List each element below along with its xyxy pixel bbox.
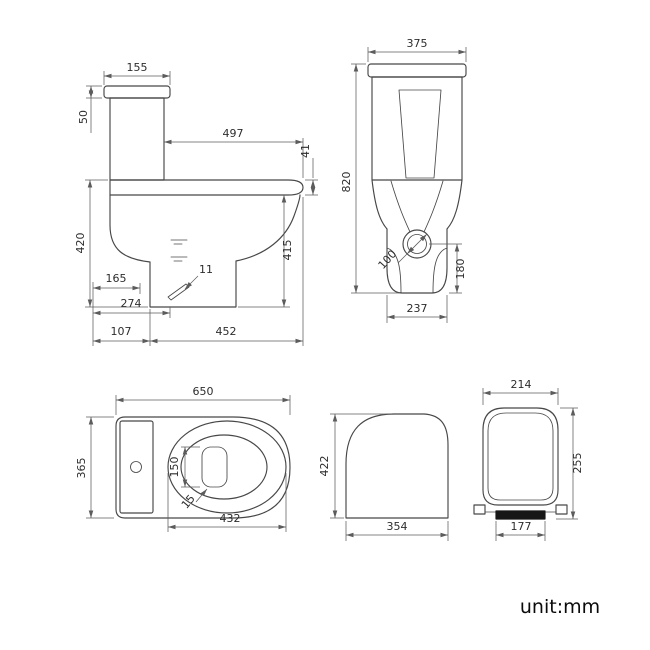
- cover-side-outline: [345, 413, 449, 519]
- dim-seat-depth: 497: [163, 127, 304, 178]
- dim-label: 375: [407, 37, 428, 50]
- funnel-left-line: [390, 180, 411, 233]
- cover-top-view: 214 255 177: [473, 378, 584, 541]
- dim-cover-depth: 354: [345, 520, 449, 541]
- dim-height-to-seat: 420: [74, 179, 148, 308]
- seat-profile: [109, 179, 304, 196]
- cover-top-geometry: [473, 407, 568, 520]
- dim-label: 15: [179, 492, 198, 511]
- dim-label: 107: [111, 325, 132, 338]
- dim-label: 100: [376, 248, 400, 272]
- top-view-outline: [115, 416, 291, 519]
- dim-label: 432: [220, 512, 241, 525]
- flush-chamber: [398, 89, 442, 179]
- top-view-geometry: [115, 416, 291, 519]
- tank-profile: [109, 97, 165, 181]
- bowl-rim-inner: [180, 434, 268, 500]
- tank-lid-profile: [103, 85, 171, 99]
- unit-label: unit:mm: [520, 596, 600, 618]
- dim-label: 177: [511, 520, 532, 533]
- dim-trap-depth: 274: [92, 297, 171, 318]
- dim-label: 180: [454, 259, 467, 280]
- bowl-right-edge: [446, 179, 463, 230]
- dim-base-setback: 107: [92, 309, 151, 346]
- dim-rim-height: 415: [238, 194, 294, 308]
- dim-label: 650: [193, 385, 214, 398]
- dim-label: 41: [299, 144, 312, 158]
- dim-cover-height: 422: [318, 413, 392, 519]
- dim-trap-offset: 165: [92, 272, 141, 346]
- dim-label: 274: [121, 297, 142, 310]
- dim-label: 150: [168, 457, 181, 478]
- cover-side-view: 422 354: [318, 413, 449, 541]
- hinge-bar: [495, 510, 546, 520]
- hinge-right: [555, 504, 568, 515]
- dim-label: 11: [199, 263, 213, 276]
- dim-seat-thickness: 41: [299, 144, 318, 196]
- hinge-left: [473, 504, 486, 515]
- dim-drain-height: 180: [429, 243, 467, 294]
- dim-cover-width: 214: [482, 378, 559, 405]
- dim-label: 422: [318, 456, 331, 477]
- dim-overall-height: 820: [340, 63, 400, 294]
- dim-label: 420: [74, 233, 87, 254]
- front-view: 375 820 100 180 237: [340, 37, 467, 323]
- bowl-profile: [109, 194, 301, 308]
- dim-hinge-width: 177: [495, 520, 546, 541]
- dim-label: 820: [340, 172, 353, 193]
- bowl-left-edge: [371, 179, 388, 230]
- dim-tank-width: 375: [367, 37, 467, 62]
- dim-base-depth: 452: [149, 197, 304, 346]
- foot-arc-left: [386, 247, 402, 294]
- cover-outline: [482, 407, 559, 506]
- dim-label: 452: [216, 325, 237, 338]
- dim-label: 497: [223, 127, 244, 140]
- front-view-geometry: [367, 63, 467, 294]
- funnel-right-line: [423, 180, 444, 233]
- dim-cover-length: 255: [556, 407, 584, 520]
- dim-lid-height: 50: [77, 85, 102, 133]
- top-view: 650 365 150 15 432: [75, 385, 291, 532]
- dim-base-width: 237: [386, 295, 448, 323]
- cover-inner-line: [487, 412, 554, 501]
- pedestal-base: [386, 228, 448, 294]
- dim-label: 255: [571, 453, 584, 474]
- foot-arc-right: [432, 247, 448, 294]
- cover-side-geometry: [345, 413, 449, 519]
- water-level-marks: [170, 239, 188, 262]
- trap-outlet-detail: [167, 283, 190, 301]
- dim-label: 155: [127, 61, 148, 74]
- dim-hole-gap: 15: [179, 488, 208, 511]
- tank-lid-top: [119, 420, 154, 514]
- dim-hole-length: 150: [168, 446, 200, 488]
- sump-hole: [201, 446, 228, 488]
- tank-front: [371, 76, 463, 181]
- seat-ring-outer: [167, 420, 287, 514]
- tank-lid-front: [367, 63, 467, 78]
- side-view: 155 50 497 41 420 415: [74, 61, 318, 346]
- flush-button: [130, 461, 142, 473]
- side-view-geometry: [103, 85, 304, 308]
- dim-label: 415: [281, 240, 294, 261]
- dim-overall-length: 650: [115, 385, 291, 415]
- dim-overall-width: 365: [75, 416, 114, 519]
- dim-label: 50: [77, 110, 90, 124]
- dim-trap-angle: 11: [184, 263, 213, 290]
- dim-label: 214: [511, 378, 532, 391]
- dim-label: 354: [387, 520, 408, 533]
- dim-lid-width: 155: [103, 61, 171, 85]
- dim-bowl-length: 432: [167, 473, 287, 532]
- dim-label: 165: [106, 272, 127, 285]
- dim-label: 365: [75, 458, 88, 479]
- dim-label: 237: [407, 302, 428, 315]
